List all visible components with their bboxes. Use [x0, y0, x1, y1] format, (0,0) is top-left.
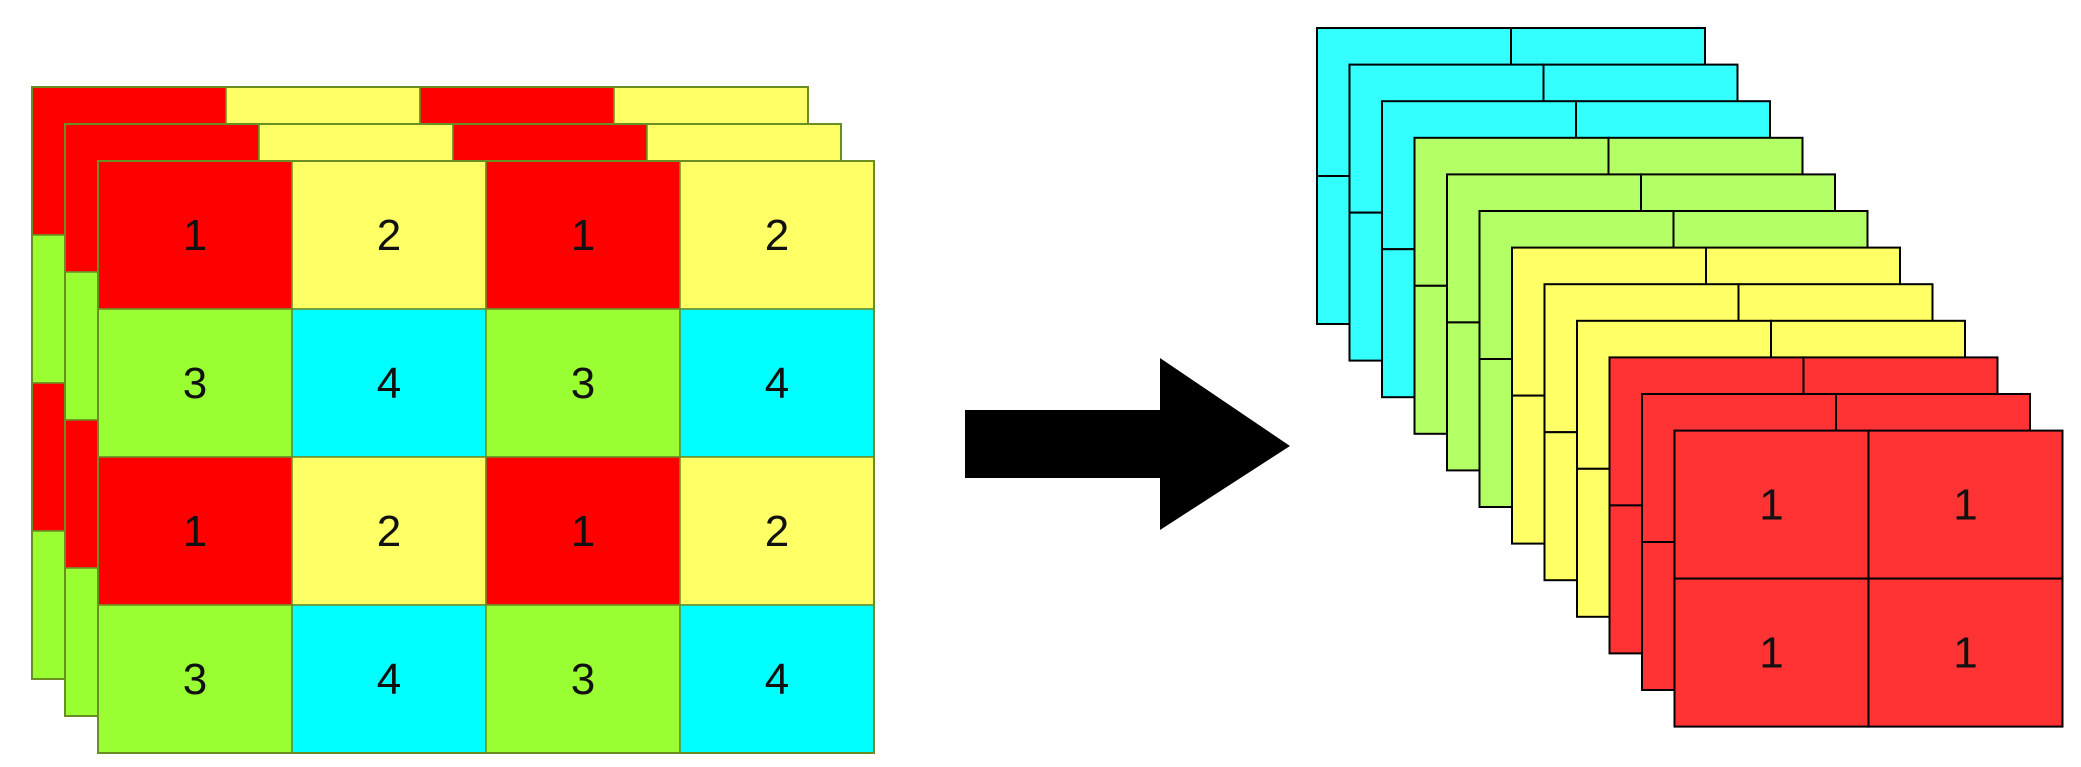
input-cell-label: 3 [183, 655, 207, 704]
input-cell-label: 3 [183, 359, 207, 408]
input-cell [679, 456, 875, 606]
input-cell-label: 2 [765, 211, 789, 260]
input-cell-label: 4 [377, 359, 401, 408]
output-cell [1867, 577, 2064, 728]
input-cell-label: 1 [571, 507, 595, 556]
output-cell [1673, 577, 1870, 728]
input-cell [97, 456, 293, 606]
right-arrow-icon [965, 358, 1290, 530]
input-cell [97, 160, 293, 310]
input-cell-label: 4 [765, 655, 789, 704]
input-cell-label: 2 [377, 507, 401, 556]
input-cell [679, 604, 875, 754]
arrow-shape [965, 358, 1290, 530]
input-cell-label: 3 [571, 359, 595, 408]
output-cell-label: 1 [1953, 629, 1977, 678]
input-cell-label: 1 [183, 507, 207, 556]
input-cell-label: 2 [765, 507, 789, 556]
output-cell-label: 1 [1953, 481, 1977, 530]
input-cell [291, 456, 487, 606]
input-feature-map-stack: 1 2 1 2 3 4 3 4 1 2 1 2 3 4 3 4 [31, 86, 875, 754]
input-cell [485, 160, 681, 310]
input-cell [291, 604, 487, 754]
output-layer-12: 1 1 1 1 [1673, 429, 2064, 728]
output-cell [1673, 429, 1870, 580]
input-cell-label: 3 [571, 655, 595, 704]
input-cell [679, 308, 875, 458]
output-cell-label: 1 [1759, 629, 1783, 678]
input-cell-label: 1 [183, 211, 207, 260]
input-layer-border [97, 160, 875, 754]
input-layer-3: 1 2 1 2 3 4 3 4 1 2 1 2 3 4 3 4 [97, 160, 875, 754]
input-cell [485, 604, 681, 754]
output-feature-map-stack: 1 1 1 1 [1316, 27, 2064, 728]
input-cell [291, 308, 487, 458]
input-cell [291, 160, 487, 310]
input-cell-label: 4 [377, 655, 401, 704]
output-cell-label: 1 [1759, 481, 1783, 530]
input-cell-label: 1 [571, 211, 595, 260]
input-cell [97, 308, 293, 458]
input-cell-label: 2 [377, 211, 401, 260]
input-cell [485, 456, 681, 606]
output-cell [1867, 429, 2064, 580]
input-cell-label: 4 [765, 359, 789, 408]
